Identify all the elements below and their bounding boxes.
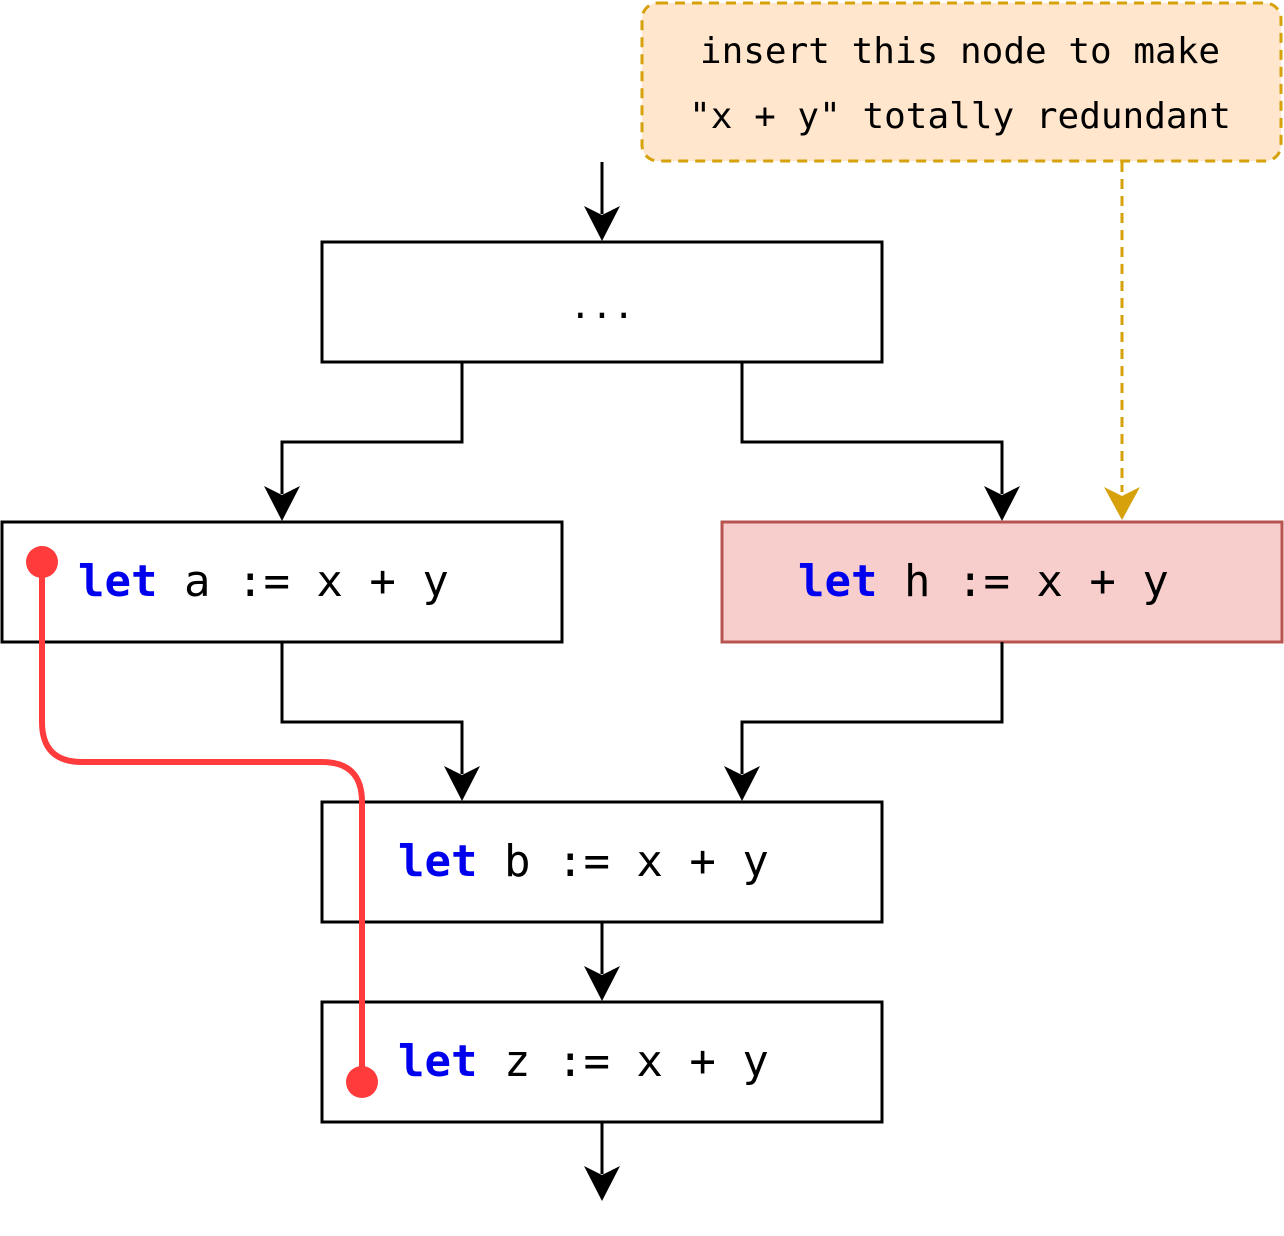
dependency-start-dot bbox=[26, 546, 58, 578]
edge-top-to-left-arrowhead bbox=[264, 486, 300, 521]
annotation-connector-arrowhead bbox=[1104, 487, 1140, 520]
node-middle-keyword: let bbox=[398, 836, 477, 887]
edge-right-to-middle-arrowhead bbox=[724, 766, 760, 801]
edge-left-to-middle-arrowhead bbox=[444, 766, 480, 801]
node-left bbox=[0, 520, 564, 644]
entry-edge-arrowhead bbox=[584, 206, 620, 241]
node-middle-code: let b := x + y bbox=[398, 836, 769, 887]
node-left-keyword: let bbox=[78, 556, 157, 607]
annotation-note-line1: insert this node to make bbox=[700, 31, 1220, 72]
edge-right-to-middle bbox=[740, 642, 1004, 774]
node-middle-expression: b := x + y bbox=[477, 836, 768, 887]
node-left-code: let a := x + y bbox=[78, 556, 449, 607]
edge-middle-to-bottom-arrowhead bbox=[584, 966, 620, 1001]
dependency-end-dot bbox=[346, 1066, 378, 1098]
node-top-label: ... bbox=[569, 286, 634, 327]
node-right-expression: h := x + y bbox=[877, 556, 1168, 607]
node-right-inserted bbox=[720, 520, 1284, 644]
node-bottom-keyword: let bbox=[398, 1036, 477, 1087]
node-right-keyword: let bbox=[798, 556, 877, 607]
node-bottom bbox=[320, 1000, 884, 1124]
node-bottom-code: let z := x + y bbox=[398, 1036, 769, 1087]
node-middle bbox=[320, 800, 884, 924]
dependency-link bbox=[39, 559, 365, 1085]
annotation-note-line2: "x + y" totally redundant bbox=[689, 96, 1231, 137]
node-right-code: let h := x + y bbox=[798, 556, 1169, 607]
annotation-note-box bbox=[640, 1, 1283, 163]
node-bottom-expression: z := x + y bbox=[477, 1036, 768, 1087]
node-top bbox=[320, 240, 884, 364]
exit-edge-arrowhead bbox=[584, 1166, 620, 1201]
edge-top-to-left bbox=[280, 362, 464, 494]
edge-top-to-right bbox=[740, 362, 1004, 494]
node-left-expression: a := x + y bbox=[157, 556, 448, 607]
edge-top-to-right-arrowhead bbox=[984, 486, 1020, 521]
edge-left-to-middle bbox=[280, 642, 464, 774]
